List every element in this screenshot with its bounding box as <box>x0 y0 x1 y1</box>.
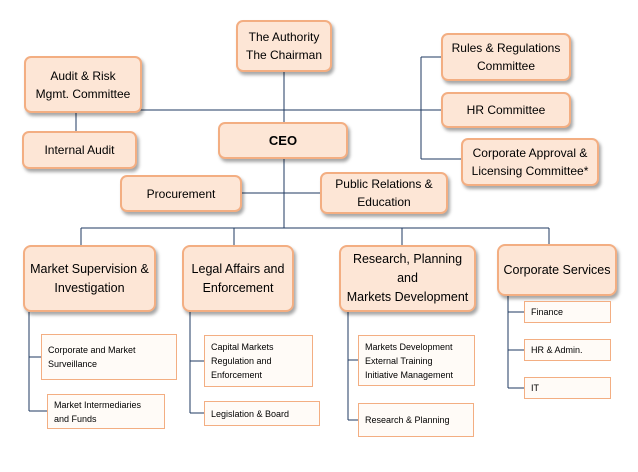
hr-committee-box: HR Committee <box>441 92 571 128</box>
department-legal-affairs: Legal Affairs and Enforcement <box>182 245 294 312</box>
unit-capital-markets-regulation: Capital Markets Regulation and Enforceme… <box>204 335 313 387</box>
corporate-approval-committee-box: Corporate Approval & Licensing Committee… <box>461 138 599 186</box>
audit-risk-committee-box: Audit & Risk Mgmt. Committee <box>24 56 142 113</box>
unit-corporate-market-surveillance: Corporate and Market Surveillance <box>41 334 177 380</box>
rules-regulations-committee-box: Rules & Regulations Committee <box>441 33 571 81</box>
department-research-planning: Research, Planning and Markets Developme… <box>339 245 476 312</box>
department-corporate-services: Corporate Services <box>497 244 617 296</box>
unit-hr-admin: HR & Admin. <box>524 339 611 361</box>
unit-research-planning: Research & Planning <box>358 403 474 437</box>
unit-legislation-board: Legislation & Board <box>204 401 320 426</box>
internal-audit-box: Internal Audit <box>22 131 137 169</box>
procurement-box: Procurement <box>120 175 242 212</box>
public-relations-box: Public Relations & Education <box>320 172 448 214</box>
unit-market-intermediaries-funds: Market Intermediaries and Funds <box>47 394 165 429</box>
unit-finance: Finance <box>524 301 611 323</box>
authority-chairman-box: The Authority The Chairman <box>236 20 332 72</box>
ceo-box: CEO <box>218 122 348 159</box>
unit-it: IT <box>524 377 611 399</box>
department-market-supervision: Market Supervision & Investigation <box>23 245 156 312</box>
unit-markets-development: Markets Development External Training In… <box>358 335 475 386</box>
